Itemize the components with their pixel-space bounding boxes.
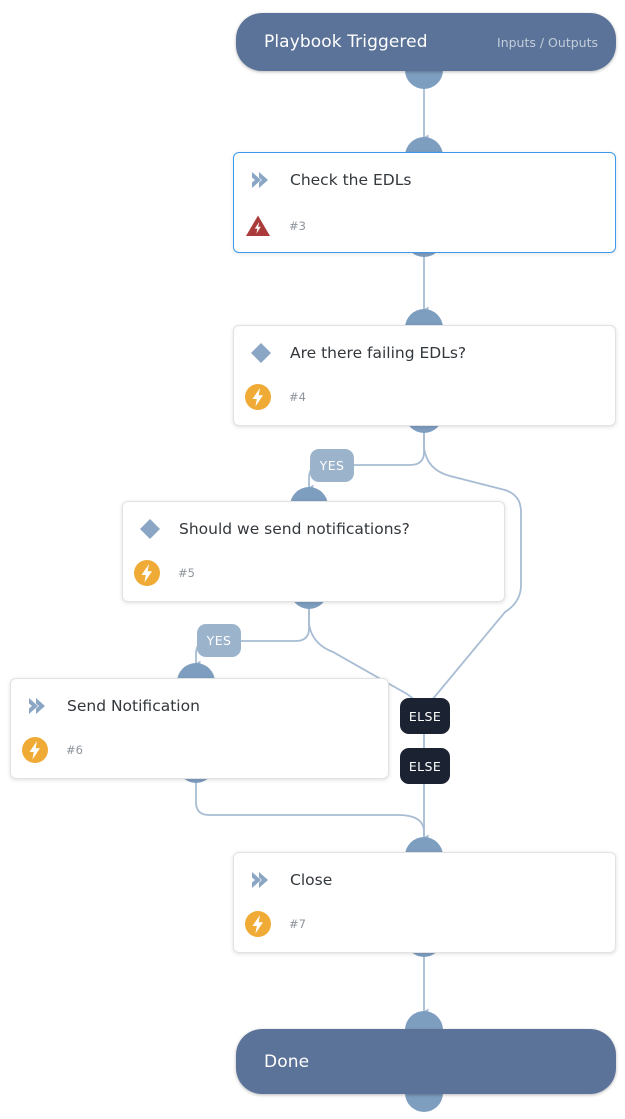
node-header: Close [234, 853, 332, 907]
node-footer: #4 [234, 383, 306, 411]
node-should-we-send-notifications[interactable]: Should we send notifications? #5 [122, 501, 505, 602]
port-n3-in[interactable] [405, 137, 443, 156]
node-title: Are there failing EDLs? [290, 344, 467, 362]
diamond-icon [135, 517, 165, 541]
node-title: Playbook Triggered [264, 32, 428, 52]
node-check-the-edls[interactable]: Check the EDLs #3 [233, 152, 616, 253]
node-header: Should we send notifications? [123, 502, 410, 556]
bolt-icon [243, 383, 273, 411]
node-send-notification[interactable]: Send Notification #6 [10, 678, 389, 779]
node-close[interactable]: Close #7 [233, 852, 616, 953]
node-header: Are there failing EDLs? [234, 326, 466, 380]
node-title: Send Notification [67, 697, 200, 715]
bolt-icon [243, 910, 273, 938]
node-title: Check the EDLs [290, 171, 412, 189]
branch-label-text: ELSE [408, 708, 442, 724]
bolt-icon [132, 559, 162, 587]
node-header: Send Notification [11, 679, 200, 733]
port-n4-in[interactable] [405, 309, 443, 328]
node-title: Should we send notifications? [179, 520, 410, 538]
node-done[interactable]: Done [236, 1029, 616, 1094]
branch-label-else-n5[interactable]: ELSE [400, 748, 450, 784]
port-end-in[interactable] [405, 1011, 443, 1030]
node-footer: #6 [11, 736, 83, 764]
port-start-out[interactable] [405, 70, 443, 89]
node-number: #6 [66, 743, 83, 757]
node-playbook-triggered[interactable]: Playbook Triggered Inputs / Outputs [236, 13, 616, 71]
bolt-icon [20, 736, 50, 764]
node-title: Done [264, 1051, 310, 1072]
node-footer: #7 [234, 910, 306, 938]
node-number: #7 [289, 917, 306, 931]
chevron-icon [246, 870, 276, 890]
node-footer: #3 [234, 214, 306, 238]
port-n7-in[interactable] [405, 837, 443, 856]
port-end-out[interactable] [405, 1093, 443, 1112]
branch-label-text: YES [319, 458, 345, 473]
branch-label-yes-n4[interactable]: YES [310, 449, 354, 482]
branch-label-text: YES [206, 633, 232, 648]
branch-label-text: ELSE [408, 758, 442, 774]
branch-label-else-n4[interactable]: ELSE [400, 698, 450, 734]
inputs-outputs-link[interactable]: Inputs / Outputs [497, 34, 598, 50]
node-header: Check the EDLs [234, 153, 411, 207]
edge-n6-to-n7 [195, 782, 429, 846]
port-n6-in[interactable] [177, 663, 215, 682]
diamond-icon [246, 341, 276, 365]
node-number: #4 [289, 390, 306, 404]
node-number: #5 [178, 566, 195, 580]
node-title: Close [290, 871, 333, 889]
chevron-icon [246, 170, 276, 190]
branch-label-yes-n5[interactable]: YES [197, 624, 241, 657]
chevron-icon [23, 696, 53, 716]
node-are-there-failing-edls[interactable]: Are there failing EDLs? #4 [233, 325, 616, 426]
warning-bolt-icon [243, 214, 273, 238]
node-footer: #5 [123, 559, 195, 587]
node-number: #3 [289, 219, 306, 233]
